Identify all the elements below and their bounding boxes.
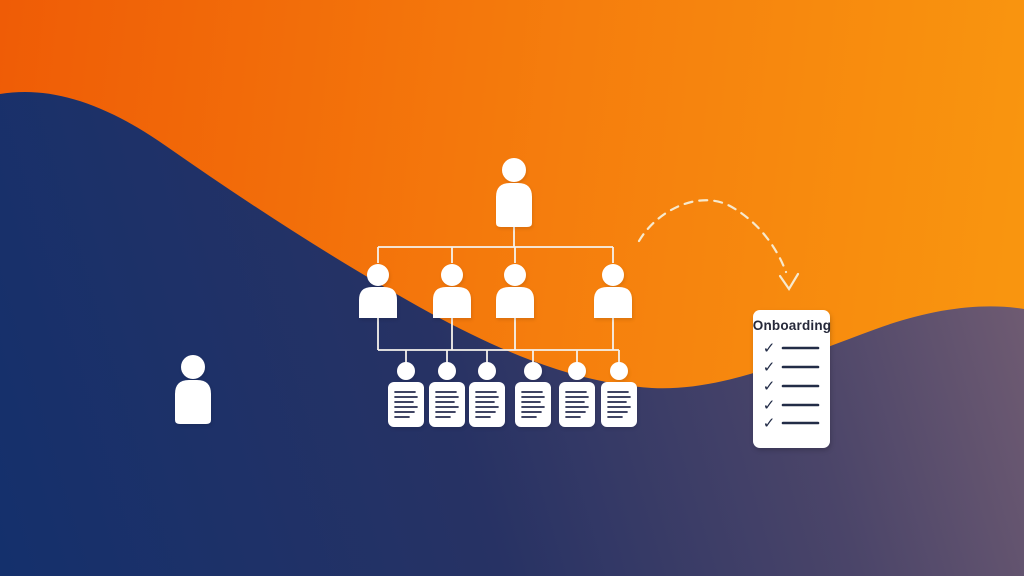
connector-line xyxy=(377,247,614,263)
checkmark-icon: ✓ xyxy=(763,414,776,432)
checklist-card-background xyxy=(753,310,830,448)
checkmark-icon: ✓ xyxy=(763,358,776,376)
onboarding-checklist-card: Onboarding ✓ ✓ ✓ ✓ ✓ xyxy=(753,310,832,448)
checklist-item-2: ✓ xyxy=(763,358,820,376)
curved-dashed-arrow-icon xyxy=(637,199,800,292)
background-wave xyxy=(0,91,1024,576)
checkmark-icon: ✓ xyxy=(763,377,776,395)
checkmark-icon: ✓ xyxy=(763,396,776,414)
org-chart-connectors xyxy=(377,225,620,363)
checkmark-icon: ✓ xyxy=(763,339,776,357)
checklist-item-4: ✓ xyxy=(763,396,820,414)
connector-line xyxy=(405,350,620,363)
arrowhead-icon xyxy=(778,272,800,292)
checklist-item-5: ✓ xyxy=(763,414,820,432)
arrow-arc xyxy=(637,199,788,274)
connector-line xyxy=(377,316,614,350)
checklist-item-3: ✓ xyxy=(763,377,820,395)
checklist-title: Onboarding xyxy=(753,318,832,333)
checklist-item-1: ✓ xyxy=(763,339,820,357)
